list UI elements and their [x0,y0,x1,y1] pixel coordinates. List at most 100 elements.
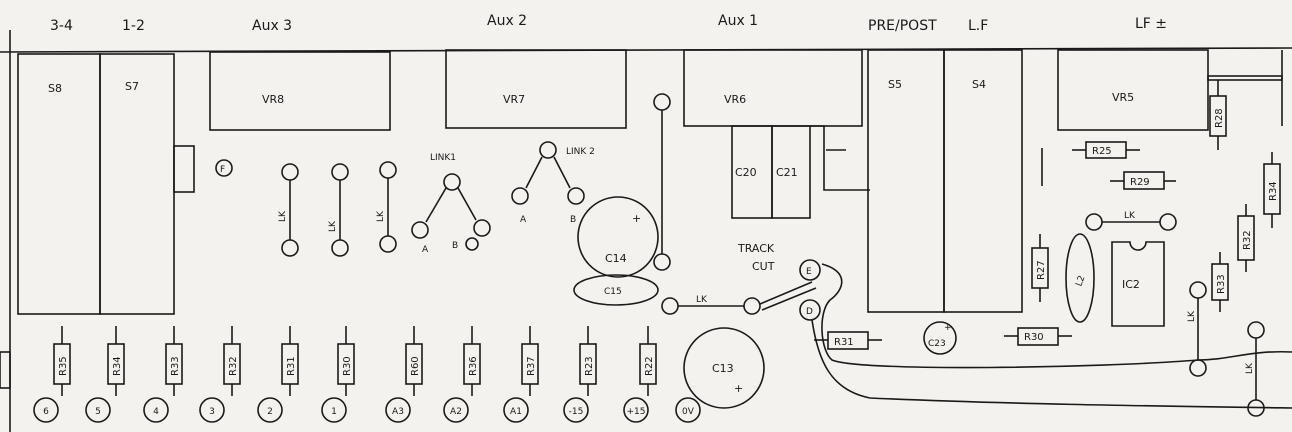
terminal-pad-label: 5 [95,407,101,417]
terminal-pad-label: 6 [43,407,49,417]
bottom-resistor: R30 [337,326,355,396]
terminal-pad-label: 3 [209,407,215,417]
marker-e: E [799,259,821,281]
pot-vr7-label: VR7 [503,93,525,106]
bottom-resistor: R33 [165,326,183,396]
wire-lower [811,319,1292,409]
terminal-pad-label: A3 [392,407,404,417]
bottom-resistor-label: R33 [170,356,181,376]
bottom-resistor: R36 [463,326,481,396]
terminal-pad: 0V [675,397,701,423]
terminal-pad: 4 [143,397,169,423]
resistor-r27: R27 [1031,234,1049,302]
capacitor-c23: C23 + [923,321,957,355]
lk-link-2-label: LK [328,220,338,232]
lk-edge-label: LK [1245,362,1255,374]
r28-label: R28 [1214,108,1225,128]
lk-horizontal-label: LK [696,295,708,305]
l2-label: L2 [1074,274,1087,288]
resistor-r28: R28 [1209,80,1227,150]
bottom-resistor-label: R31 [286,356,297,376]
pot-vr8-label: VR8 [262,93,284,106]
c15-label: C15 [604,287,622,297]
marker-f: F [215,159,233,177]
bottom-resistor-label: R23 [584,356,595,376]
terminal-pad: 3 [199,397,225,423]
capacitor-c14: C14 + [577,196,659,278]
lk-link-3: LK [376,161,397,253]
marker-e-label: E [806,267,812,277]
header-label-lf: L.F [968,18,988,34]
switch-s4-label: S4 [972,78,986,91]
marker-d: D [799,299,821,321]
pot-vr8: VR8 [209,51,391,131]
bottom-resistor-label: R36 [468,356,479,376]
link1-a-label: A [422,245,429,255]
header-label-aux1: Aux 1 [718,13,758,29]
switch-s7-label: S7 [125,80,139,93]
terminal-pad: 1 [321,397,347,423]
bottom-resistor-label: R60 [410,356,421,376]
lk-link-1: LK [278,163,299,257]
lk-ic2-label: LK [1124,211,1136,221]
c21-outline [810,125,870,191]
switch-s8: S8 [17,53,101,315]
bottom-resistor: R23 [579,326,597,396]
header-label-aux2: Aux 2 [487,13,527,29]
r27-label: R27 [1036,260,1047,280]
resistor-r34: R34 [1263,152,1281,228]
track-cut-label-1: TRACK [737,242,775,255]
terminal-pad-label: 4 [153,407,159,417]
terminal-pad-label: +15 [627,407,646,417]
capacitor-c13: C13 + [683,327,765,409]
terminal-pad: A2 [443,397,469,423]
r29-label: R29 [1130,177,1150,188]
left-partial-component [0,351,11,389]
link1-b-label: B [452,241,458,251]
capacitor-c15: C15 [573,274,659,306]
bottom-resistor-label: R30 [342,356,353,376]
resistor-r33: R33 [1211,252,1229,312]
lk-link-vr6 [653,93,671,271]
resistor-r29: R29 [1110,171,1176,190]
bottom-resistor-label: R37 [526,356,537,376]
terminal-pad-label: A1 [510,407,522,417]
terminal-pad-label: -15 [569,407,584,417]
pot-vr7: VR7 [445,49,627,129]
bottom-resistor-label: R35 [58,356,69,376]
pot-vr6-label: VR6 [724,93,746,106]
c21-label: C21 [776,166,798,179]
terminal-pad-label: A2 [450,407,462,417]
bottom-resistor: R22 [639,326,657,396]
pot-vr6: VR6 [683,49,863,127]
resistor-r32: R32 [1237,204,1255,272]
marker-f-label: F [220,165,225,175]
link2-label: LINK 2 [566,147,595,157]
lk-link-edge: LK [1245,321,1265,417]
r33-label: R33 [1216,274,1227,294]
c23-plus: + [944,323,952,333]
header-label-1-2: 1-2 [122,18,145,34]
link1: LINK1 A B [411,153,491,255]
switch-s7-tab [173,145,195,193]
header-labels: 3-4 1-2 Aux 3 Aux 2 Aux 1 PRE/POST L.F L… [50,13,1167,34]
link2: LINK 2 A B [511,141,595,225]
switch-s4: S4 [943,49,1023,313]
bottom-resistor: R37 [521,326,539,396]
terminal-pad-label: 1 [331,407,337,417]
bottom-resistor: R34 [107,326,125,396]
r31-label: R31 [834,337,854,348]
bottom-resistor: R35 [53,326,71,396]
header-label-lf-plusminus: LF ± [1135,16,1167,32]
header-label-aux3: Aux 3 [252,18,292,34]
terminal-pad: A3 [385,397,411,423]
link2-b-label: B [570,215,576,225]
bottom-resistor-label: R34 [112,356,123,376]
c14-label: C14 [605,252,627,265]
terminal-pad-label: 0V [682,407,695,417]
inductor-l2: L2 [1065,233,1095,323]
lk-right-label: LK [1187,310,1197,322]
terminal-pad: +15 [623,397,649,423]
c20-label: C20 [735,166,757,179]
